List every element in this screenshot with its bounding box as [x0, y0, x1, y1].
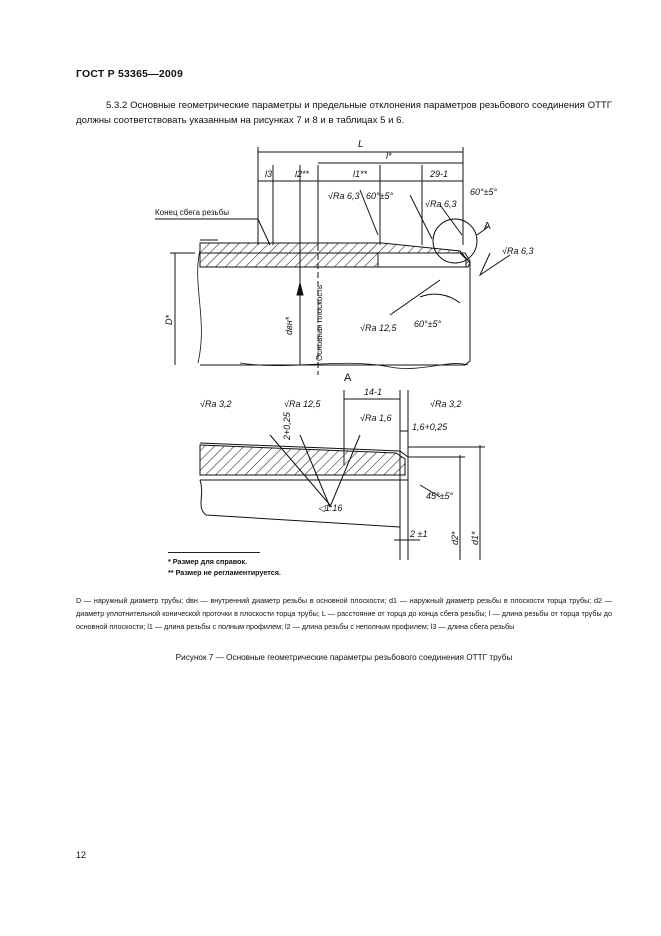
label-l2: l2**: [295, 169, 310, 179]
top-view-labels: L l* l3 l2** l1** 29-1 Конец сбега резьб…: [155, 139, 533, 361]
detail-d2: d2*: [450, 531, 460, 545]
notes-separator: [168, 552, 260, 553]
label-dbn: dвн*: [284, 316, 294, 335]
angle-3: 60°±5°: [414, 319, 442, 329]
detail-roughness-4: √Ra 3,2: [430, 399, 461, 409]
detail-view: [199, 390, 485, 560]
detail-dim-2: 2+0,25: [282, 411, 292, 441]
footnote-ref: * Размер для справок.: [168, 557, 248, 566]
top-view: [155, 147, 511, 375]
angle-1: 60°±5°: [366, 191, 394, 201]
footnotes: * Размер для справок. ** Размер не регла…: [168, 556, 281, 578]
detail-dim-14: 14-1: [364, 387, 382, 397]
angle-2: 60°±5°: [470, 187, 498, 197]
detail-roughness-3: √Ra 1,6: [360, 413, 391, 423]
detail-taper: ◁1:16: [318, 503, 342, 513]
detail-roughness-2: √Ra 12,5: [284, 399, 321, 409]
figure-7-drawing: L l* l3 l2** l1** 29-1 Конец сбега резьб…: [155, 139, 533, 560]
roughness-2: √Ra 6,3: [425, 199, 456, 209]
document-header: ГОСТ Р 53365—2009: [76, 68, 184, 80]
roughness-3: √Ra 6,3: [502, 246, 533, 256]
detail-dim-2pm1: 2 ±1: [409, 529, 427, 539]
page-number: 12: [76, 850, 87, 860]
roughness-4: √Ra 12,5: [360, 323, 397, 333]
footnote-unreg: ** Размер не регламентируется.: [168, 568, 281, 577]
label-A-callout: A: [484, 221, 491, 232]
label-D: D*: [164, 315, 174, 325]
label-end-of-runout: Конец сбега резьбы: [155, 208, 229, 217]
roughness-1: √Ra 6,3: [328, 191, 359, 201]
label-L: L: [358, 139, 364, 150]
figure-caption: Рисунок 7 — Основные геометрические пара…: [175, 653, 513, 662]
detail-dim-16: 1,6+0,25: [412, 422, 448, 432]
label-l-star: l*: [386, 151, 392, 161]
detail-view-labels: A 14-1 √Ra 3,2 √Ra 12,5 √Ra 1,6 √Ra 3,2 …: [200, 372, 480, 545]
detail-angle45: 45°±5°: [426, 491, 454, 501]
figure-legend: D — наружный диаметр трубы; dвн — внутре…: [76, 596, 612, 631]
detail-roughness-1: √Ra 3,2: [200, 399, 231, 409]
label-l3: l3: [265, 169, 272, 179]
label-29: 29-1: [429, 169, 448, 179]
label-base-plane: Основная плоскость: [315, 285, 324, 361]
label-l1: l1**: [353, 169, 368, 179]
detail-d1: d1*: [470, 531, 480, 545]
detail-title: A: [344, 372, 352, 384]
section-paragraph: 5.3.2 Основные геометрические параметры …: [76, 100, 612, 126]
